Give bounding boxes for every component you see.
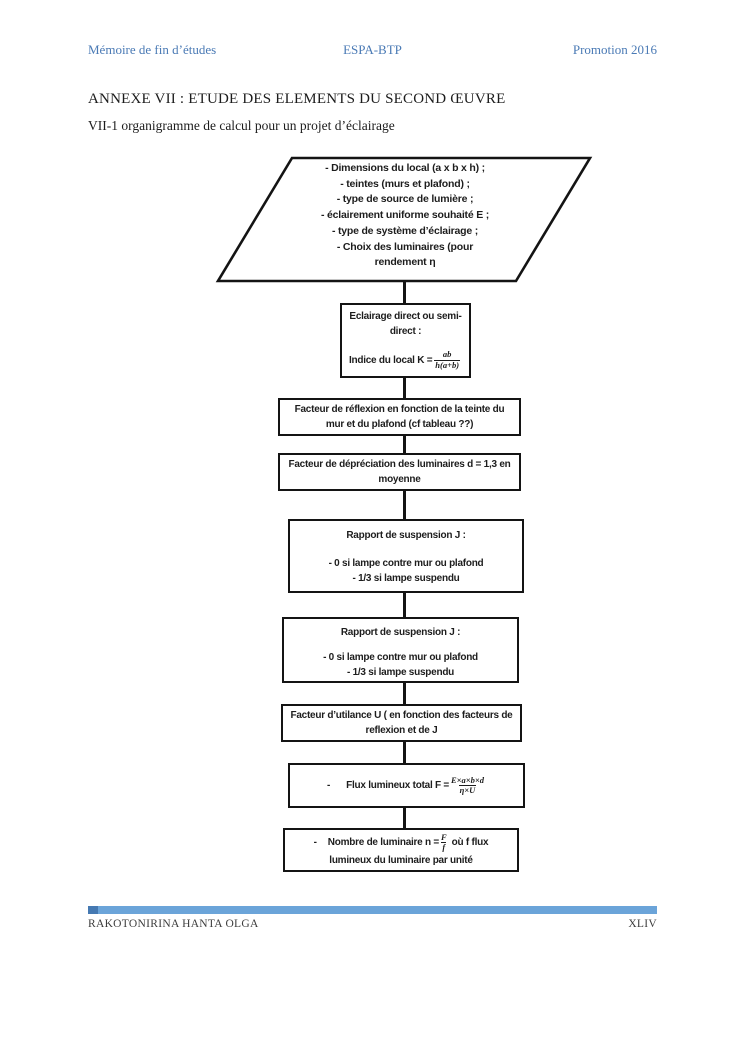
parallelogram-line: - Choix des luminaires (pour — [336, 240, 474, 253]
flow-connector — [403, 280, 406, 304]
flow-box-rapport-suspension-2: Rapport de suspension J : - 0 si lampe c… — [282, 617, 519, 683]
footer-divider-bar — [88, 906, 657, 914]
flow-box-facteur-depreciation: Facteur de dépréciation des luminaires d… — [278, 453, 521, 491]
bullet-dash: - — [313, 837, 317, 848]
footer-page-number: XLIV — [628, 918, 657, 930]
parallelogram-line: - Dimensions du local (a x b x h) ; — [325, 162, 485, 174]
formula-nombre-luminaire: - Nombre de luminaire n = F f où f flux — [313, 831, 489, 853]
formula-suffix: où f flux — [451, 837, 489, 848]
fraction: ab h(a+b) — [434, 349, 461, 370]
parallelogram-line: - éclairement uniforme souhaité E ; — [320, 209, 490, 222]
flow-box-facteur-reflexion: Facteur de réflexion en fonction de la t… — [278, 398, 521, 436]
header-left-text: Mémoire de fin d’études — [88, 42, 217, 57]
formula-indice-local: Indice du local K = ab h(a+b) — [348, 349, 462, 372]
fraction: F f — [441, 831, 447, 853]
box-title: Rapport de suspension J : — [346, 530, 466, 541]
flow-box-rapport-suspension-1: Rapport de suspension J : - 0 si lampe c… — [288, 519, 524, 593]
footer-divider-accent — [88, 906, 98, 914]
bullet-line: - 1/3 si lampe suspendu — [352, 573, 460, 584]
flow-connector — [403, 377, 406, 399]
header-right-text: Promotion 2016 — [572, 42, 657, 57]
flow-box-facteur-utilance: Facteur d’utilance U ( en fonction des f… — [281, 704, 522, 742]
page-title: ANNEXE VII : ETUDE DES ELEMENTS DU SECON… — [88, 91, 506, 107]
formula-flux-lumineux: - Flux lumineux total F = E×a×b×d η×U — [327, 774, 486, 796]
fraction-numerator: F — [441, 831, 447, 842]
parallelogram-line: - teintes (murs et plafond) ; — [340, 177, 470, 190]
box-text: Facteur d’utilance U ( en fonction des f… — [290, 710, 513, 736]
flow-box-flux-lumineux: - Flux lumineux total F = E×a×b×d η×U — [288, 763, 525, 808]
parallelogram-line: - type de système d’éclairage ; — [331, 224, 479, 237]
fraction-denominator: h(a+b) — [434, 359, 461, 370]
formula-prefix: Flux lumineux total F = — [346, 780, 449, 791]
input-parallelogram-content: - Dimensions du local (a x b x h) ; - te… — [255, 161, 555, 271]
page-footer: RAKOTONIRINA HANTA OLGA XLIV — [88, 918, 657, 930]
flow-connector — [403, 807, 406, 829]
footer-author-text: RAKOTONIRINA HANTA OLGA — [88, 918, 259, 930]
bullet-dash: - — [327, 780, 331, 791]
formula-prefix: Indice du local K = — [348, 354, 433, 366]
fraction: E×a×b×d η×U — [451, 774, 484, 796]
box-title: Rapport de suspension J : — [340, 627, 461, 638]
flow-connector — [403, 435, 406, 454]
box-text: Facteur de réflexion en fonction de la t… — [294, 404, 505, 430]
page-header: Mémoire de fin d’études ESPA-BTP Promoti… — [88, 42, 657, 58]
fraction-denominator: f — [441, 842, 447, 852]
flow-connector — [403, 592, 406, 618]
formula-prefix: Nombre de luminaire n = — [327, 837, 439, 848]
input-parallelogram-shape — [215, 156, 593, 283]
parallelogram-line: - type de source de lumière ; — [336, 193, 474, 206]
flow-connector — [403, 741, 406, 764]
bullet-line: - 0 si lampe contre mur ou plafond — [323, 652, 478, 663]
header-center-text: ESPA-BTP — [343, 42, 402, 57]
parallelogram-line: rendement η — [374, 256, 436, 269]
flow-box-nombre-luminaire: - Nombre de luminaire n = F f où f flux … — [283, 828, 519, 872]
box-title: Eclairage direct ou semi-direct : — [349, 311, 462, 337]
box-text: Facteur de dépréciation des luminaires d… — [288, 459, 511, 485]
box-text-line2: lumineux du luminaire par unité — [329, 854, 473, 866]
fraction-denominator: η×U — [458, 785, 477, 795]
flow-connector — [403, 682, 406, 705]
page-subtitle: VII-1 organigramme de calcul pour un pro… — [88, 118, 395, 133]
fraction-numerator: ab — [442, 349, 452, 359]
bullet-line: - 1/3 si lampe suspendu — [346, 667, 455, 678]
fraction-numerator: E×a×b×d — [451, 774, 484, 785]
flow-connector — [403, 490, 406, 520]
bullet-line: - 0 si lampe contre mur ou plafond — [328, 558, 484, 569]
flow-box-indice-local: Eclairage direct ou semi-direct : Indice… — [340, 303, 471, 378]
